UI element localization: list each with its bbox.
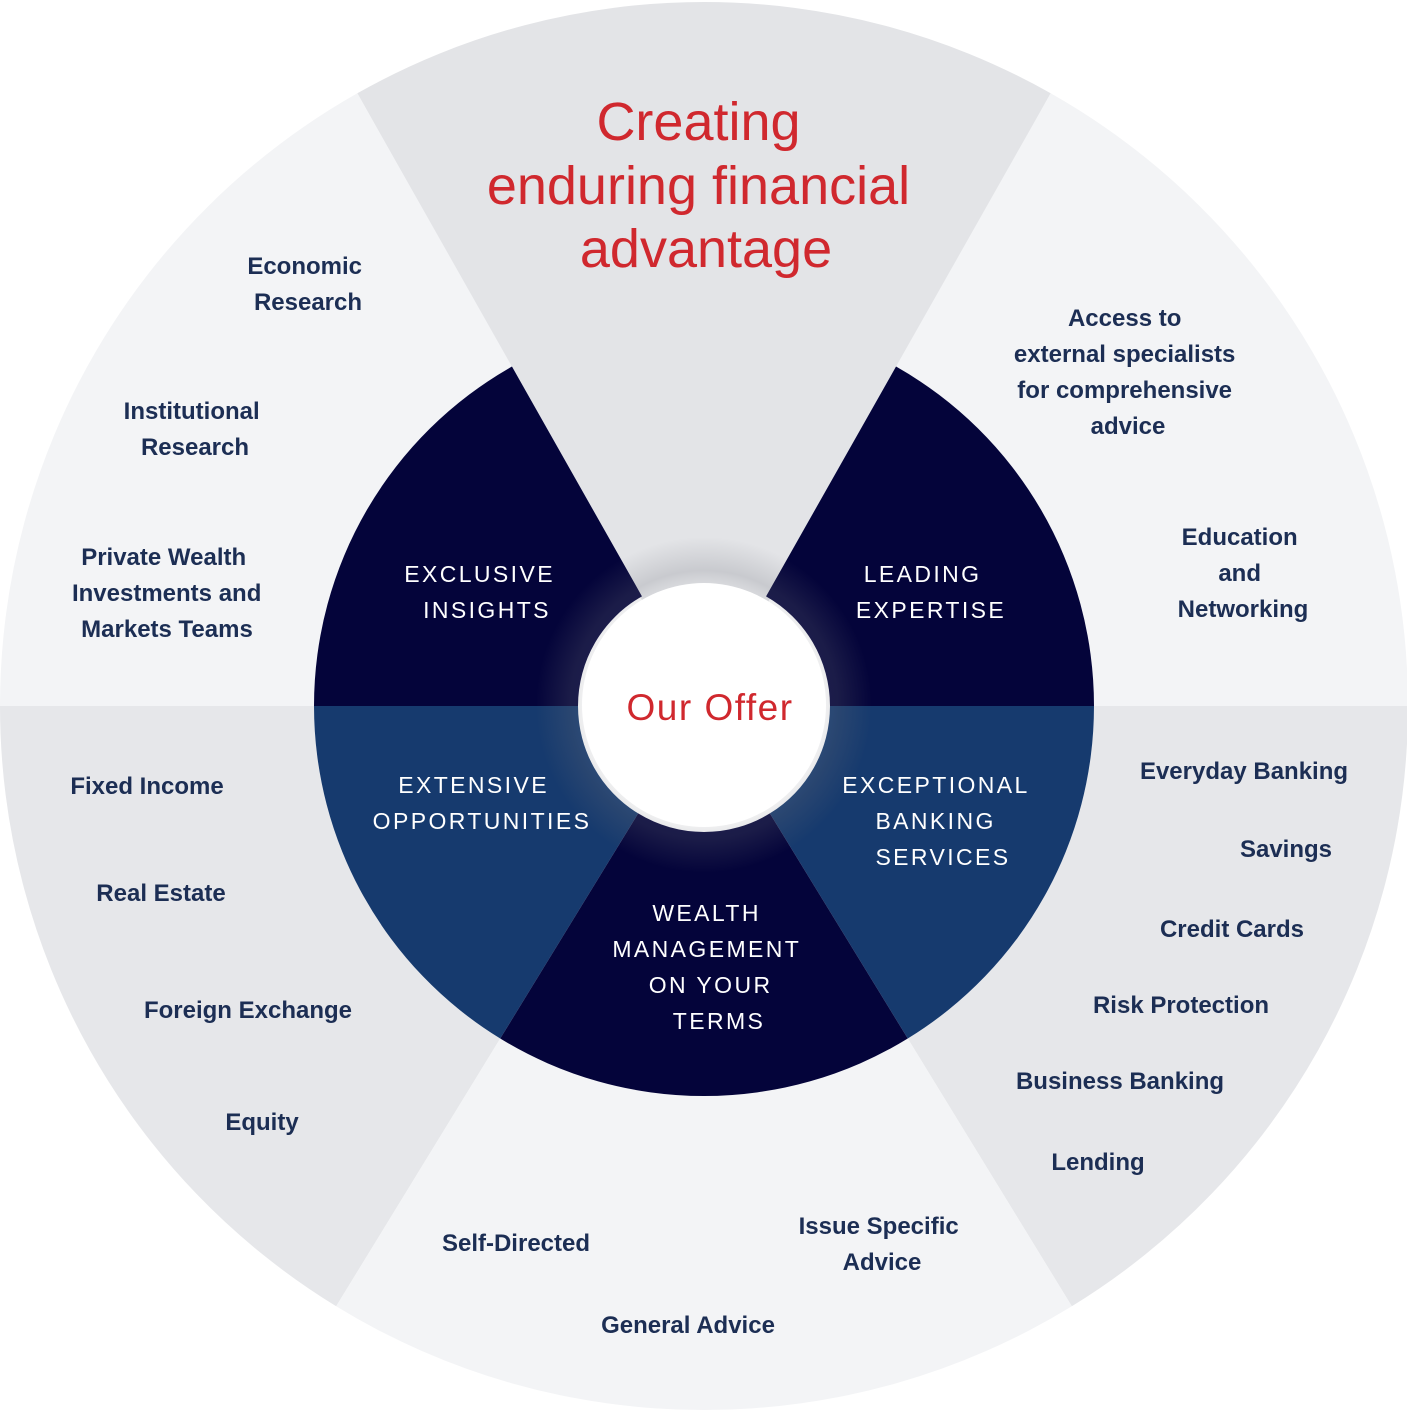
outer-label: Savings xyxy=(1240,836,1332,863)
outer-sector-top xyxy=(357,1,1051,714)
center-label: Our Offer xyxy=(626,687,793,728)
outer-label: General Advice xyxy=(601,1312,775,1339)
inner-label-exceptional-banking-services: EXCEPTIONAL BANKING SERVICES xyxy=(842,772,1037,870)
center-hub xyxy=(582,583,826,827)
outer-labels-wealth: Self-Directed Issue Specific Advice Gene… xyxy=(442,1213,966,1339)
outer-sector-expertise xyxy=(896,93,1407,706)
outer-label: Foreign Exchange xyxy=(144,997,352,1024)
outer-label: Private Wealth Investments and Markets T… xyxy=(72,544,268,643)
inner-sector-banking xyxy=(769,706,1094,1039)
inner-label-extensive-opportunities: EXTENSIVE OPPORTUNITIES xyxy=(373,772,592,834)
outer-labels-expertise: Access to external specialists for compr… xyxy=(1014,305,1308,623)
inner-labels: EXCLUSIVE INSIGHTS LEADING EXPERTISE EXT… xyxy=(373,561,1037,1034)
outer-label: Lending xyxy=(1051,1149,1144,1176)
outer-labels-opportunities: Fixed Income Real Estate Foreign Exchang… xyxy=(70,773,352,1136)
outer-sector-insights xyxy=(0,93,512,706)
outer-label: Institutional Research xyxy=(124,398,267,461)
outer-label: Equity xyxy=(225,1109,299,1136)
inner-label-exclusive-insights: EXCLUSIVE INSIGHTS xyxy=(404,561,564,623)
outer-label: Business Banking xyxy=(1016,1068,1224,1095)
outer-label: Self-Directed xyxy=(442,1230,590,1257)
outer-label: Access to external specialists for compr… xyxy=(1014,305,1242,440)
title-line-2: enduring financial xyxy=(487,156,910,216)
outer-label: Risk Protection xyxy=(1093,992,1269,1019)
outer-labels-insights: Economic Research Institutional Research… xyxy=(72,253,368,643)
inner-sector-opportunities xyxy=(314,706,639,1039)
inner-label-leading-expertise: LEADING EXPERTISE xyxy=(856,561,1006,623)
outer-label: Economic Research xyxy=(247,253,368,316)
outer-labels-banking: Everyday Banking Savings Credit Cards Ri… xyxy=(1016,758,1348,1176)
outer-label: Issue Specific Advice xyxy=(799,1213,966,1276)
title-line-1: Creating xyxy=(596,92,800,152)
outer-sector-opportunities xyxy=(0,706,501,1307)
outer-label: Everyday Banking xyxy=(1140,758,1348,785)
outer-sector-banking xyxy=(907,706,1407,1307)
outer-label: Fixed Income xyxy=(70,773,223,800)
outer-sector-wealth xyxy=(336,1038,1072,1410)
title-line-3: advantage xyxy=(580,219,832,279)
outer-label: Real Estate xyxy=(96,880,225,907)
inner-label-wealth-management: WEALTH MANAGEMENT ON YOUR TERMS xyxy=(612,900,809,1034)
inner-sector-wealth xyxy=(500,813,908,1096)
diagram-title: Creating enduring financial advantage xyxy=(487,92,925,279)
outer-label: Credit Cards xyxy=(1160,916,1304,943)
outer-label: Education and Networking xyxy=(1178,524,1309,623)
